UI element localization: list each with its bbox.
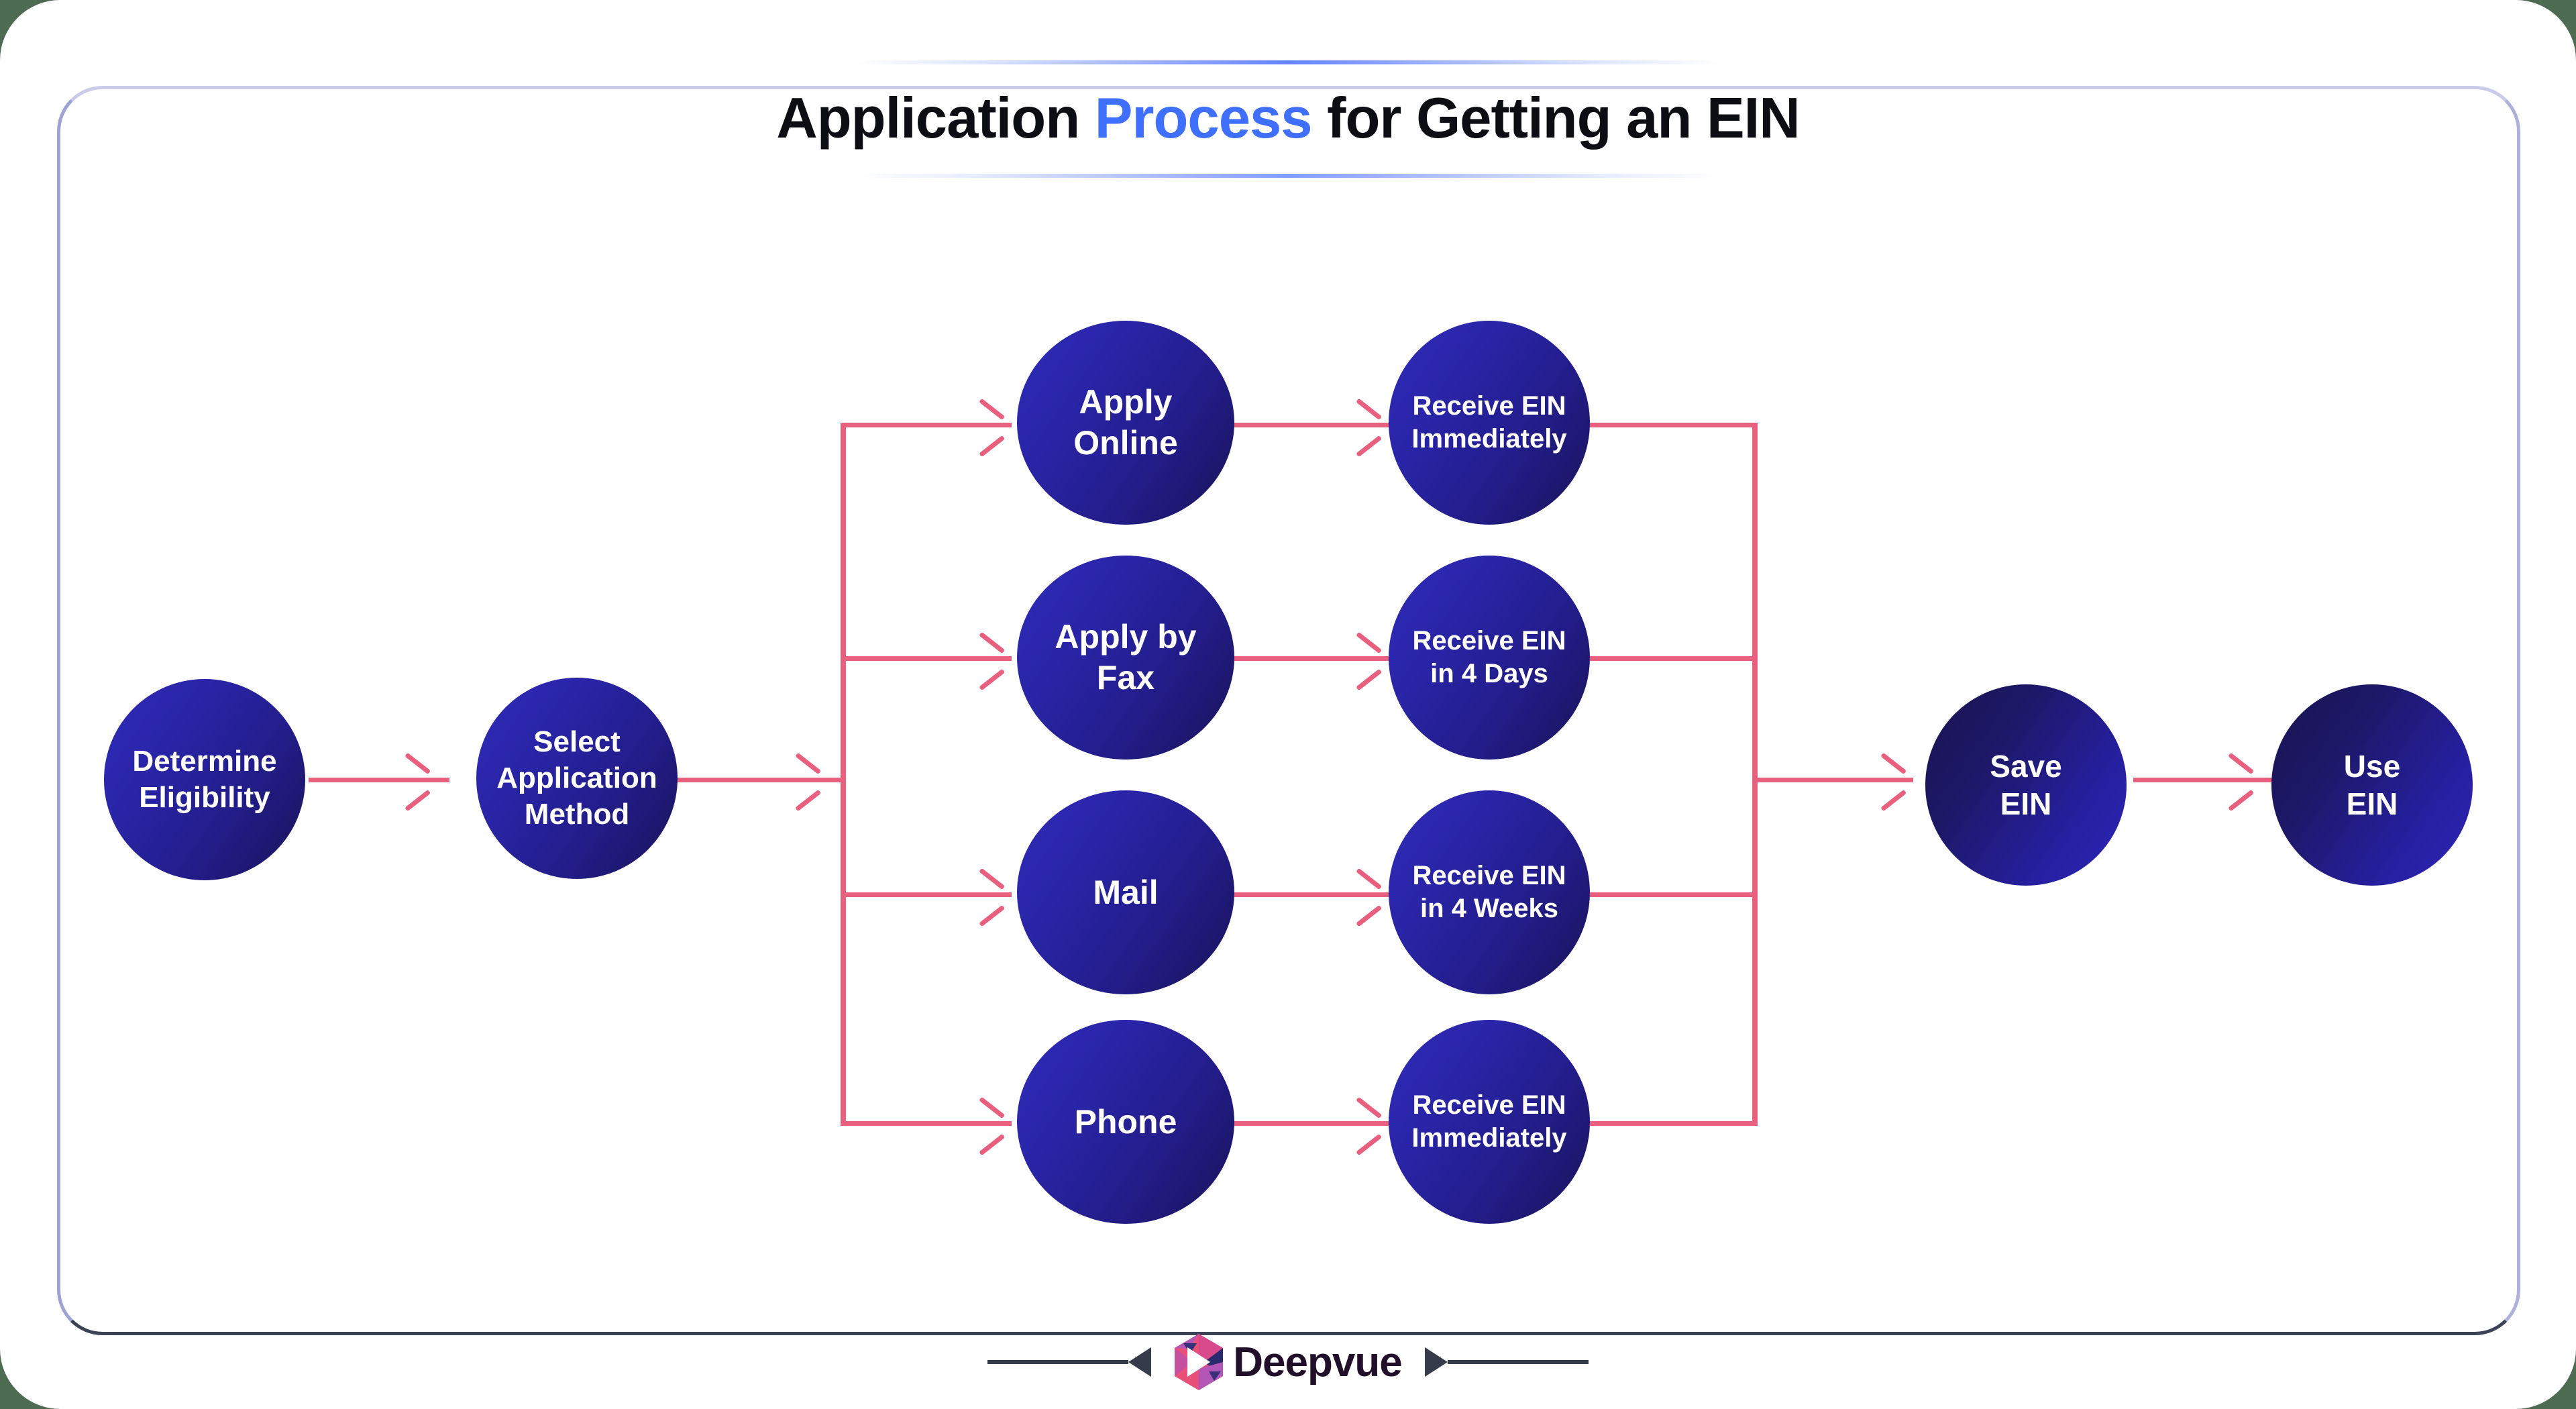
merge-spine [1752,423,1758,1126]
edge-result2-to-merge [1590,656,1758,661]
node-use-line1: Use [2343,748,2401,784]
edge-select-to-split [678,778,845,782]
title-text-before: Application [776,87,1095,150]
edge-result4-to-merge [1590,1121,1758,1126]
edge-result3-to-merge [1590,892,1758,897]
edge-mail-to-result [1234,892,1389,897]
node-ein-now-1-line1: Receive EIN [1412,391,1566,421]
node-determine-line2: Eligibility [139,781,270,814]
node-determine-line1: Determine [132,745,277,778]
diagram-card [57,86,2520,1335]
title-text-after: for Getting an EIN [1311,87,1801,150]
brand-logo[interactable]: Deepvue [1174,1334,1403,1390]
edge-result1-to-merge [1590,423,1758,427]
node-fax-line1: Apply by [1055,618,1197,656]
edge-save-to-use [2133,778,2274,782]
node-select-line2: Application [496,762,657,795]
edge-determine-to-select [309,778,449,782]
brand-name: Deepvue [1233,1339,1402,1386]
title-block: Application Process for Getting an EIN [0,60,2576,178]
title-text-accent: Process [1094,87,1313,150]
footer-rule-right [1424,1347,1589,1377]
node-ein-4weeks-line1: Receive EIN [1412,861,1566,891]
node-ein-now-2-line2: Immediately [1411,1123,1567,1153]
node-ein-4days-line2: in 4 Days [1430,659,1548,688]
node-ein-now-2-line1: Receive EIN [1412,1090,1566,1120]
edge-phone-to-result [1234,1121,1389,1126]
edge-split-to-fax [841,656,1012,661]
node-online-line1: Apply [1079,383,1173,421]
edge-fax-to-result [1234,656,1389,661]
node-ein-now-1-line2: Immediately [1411,424,1567,454]
node-use-line2: EIN [2346,786,2398,821]
edge-split-to-mail [841,892,1012,897]
node-mail[interactable]: Mail [1017,790,1234,994]
edge-split-to-online [841,423,1012,427]
split-spine [841,423,846,1126]
edge-merge-to-save [1752,778,1913,782]
node-phone[interactable]: Phone [1017,1020,1234,1224]
edge-split-to-phone [841,1121,1012,1126]
node-select-line3: Method [524,797,630,831]
title-divider-top [855,60,1721,64]
title-divider-bottom [855,174,1721,178]
node-receive-ein-4-weeks[interactable]: Receive EIN in 4 Weeks [1389,790,1590,994]
node-save-line1: Save [1990,748,2062,784]
node-save-line2: EIN [2000,786,2052,821]
footer-rule-left [987,1347,1152,1377]
node-select-line1: Select [533,725,621,759]
node-online-line2: Online [1073,424,1178,462]
edge-online-to-result [1234,423,1389,427]
footer: Deepvue [0,1325,2576,1399]
node-ein-4weeks-line2: in 4 Weeks [1419,894,1559,923]
node-ein-4days-line1: Receive EIN [1412,626,1566,656]
node-receive-ein-4-days[interactable]: Receive EIN in 4 Days [1389,556,1590,760]
node-phone-line1: Phone [1074,1102,1177,1141]
page-title: Application Process for Getting an EIN [0,90,2576,147]
node-mail-line1: Mail [1093,873,1159,911]
hexagon-play-logo-icon [1174,1334,1224,1390]
node-fax-line2: Fax [1096,659,1155,696]
